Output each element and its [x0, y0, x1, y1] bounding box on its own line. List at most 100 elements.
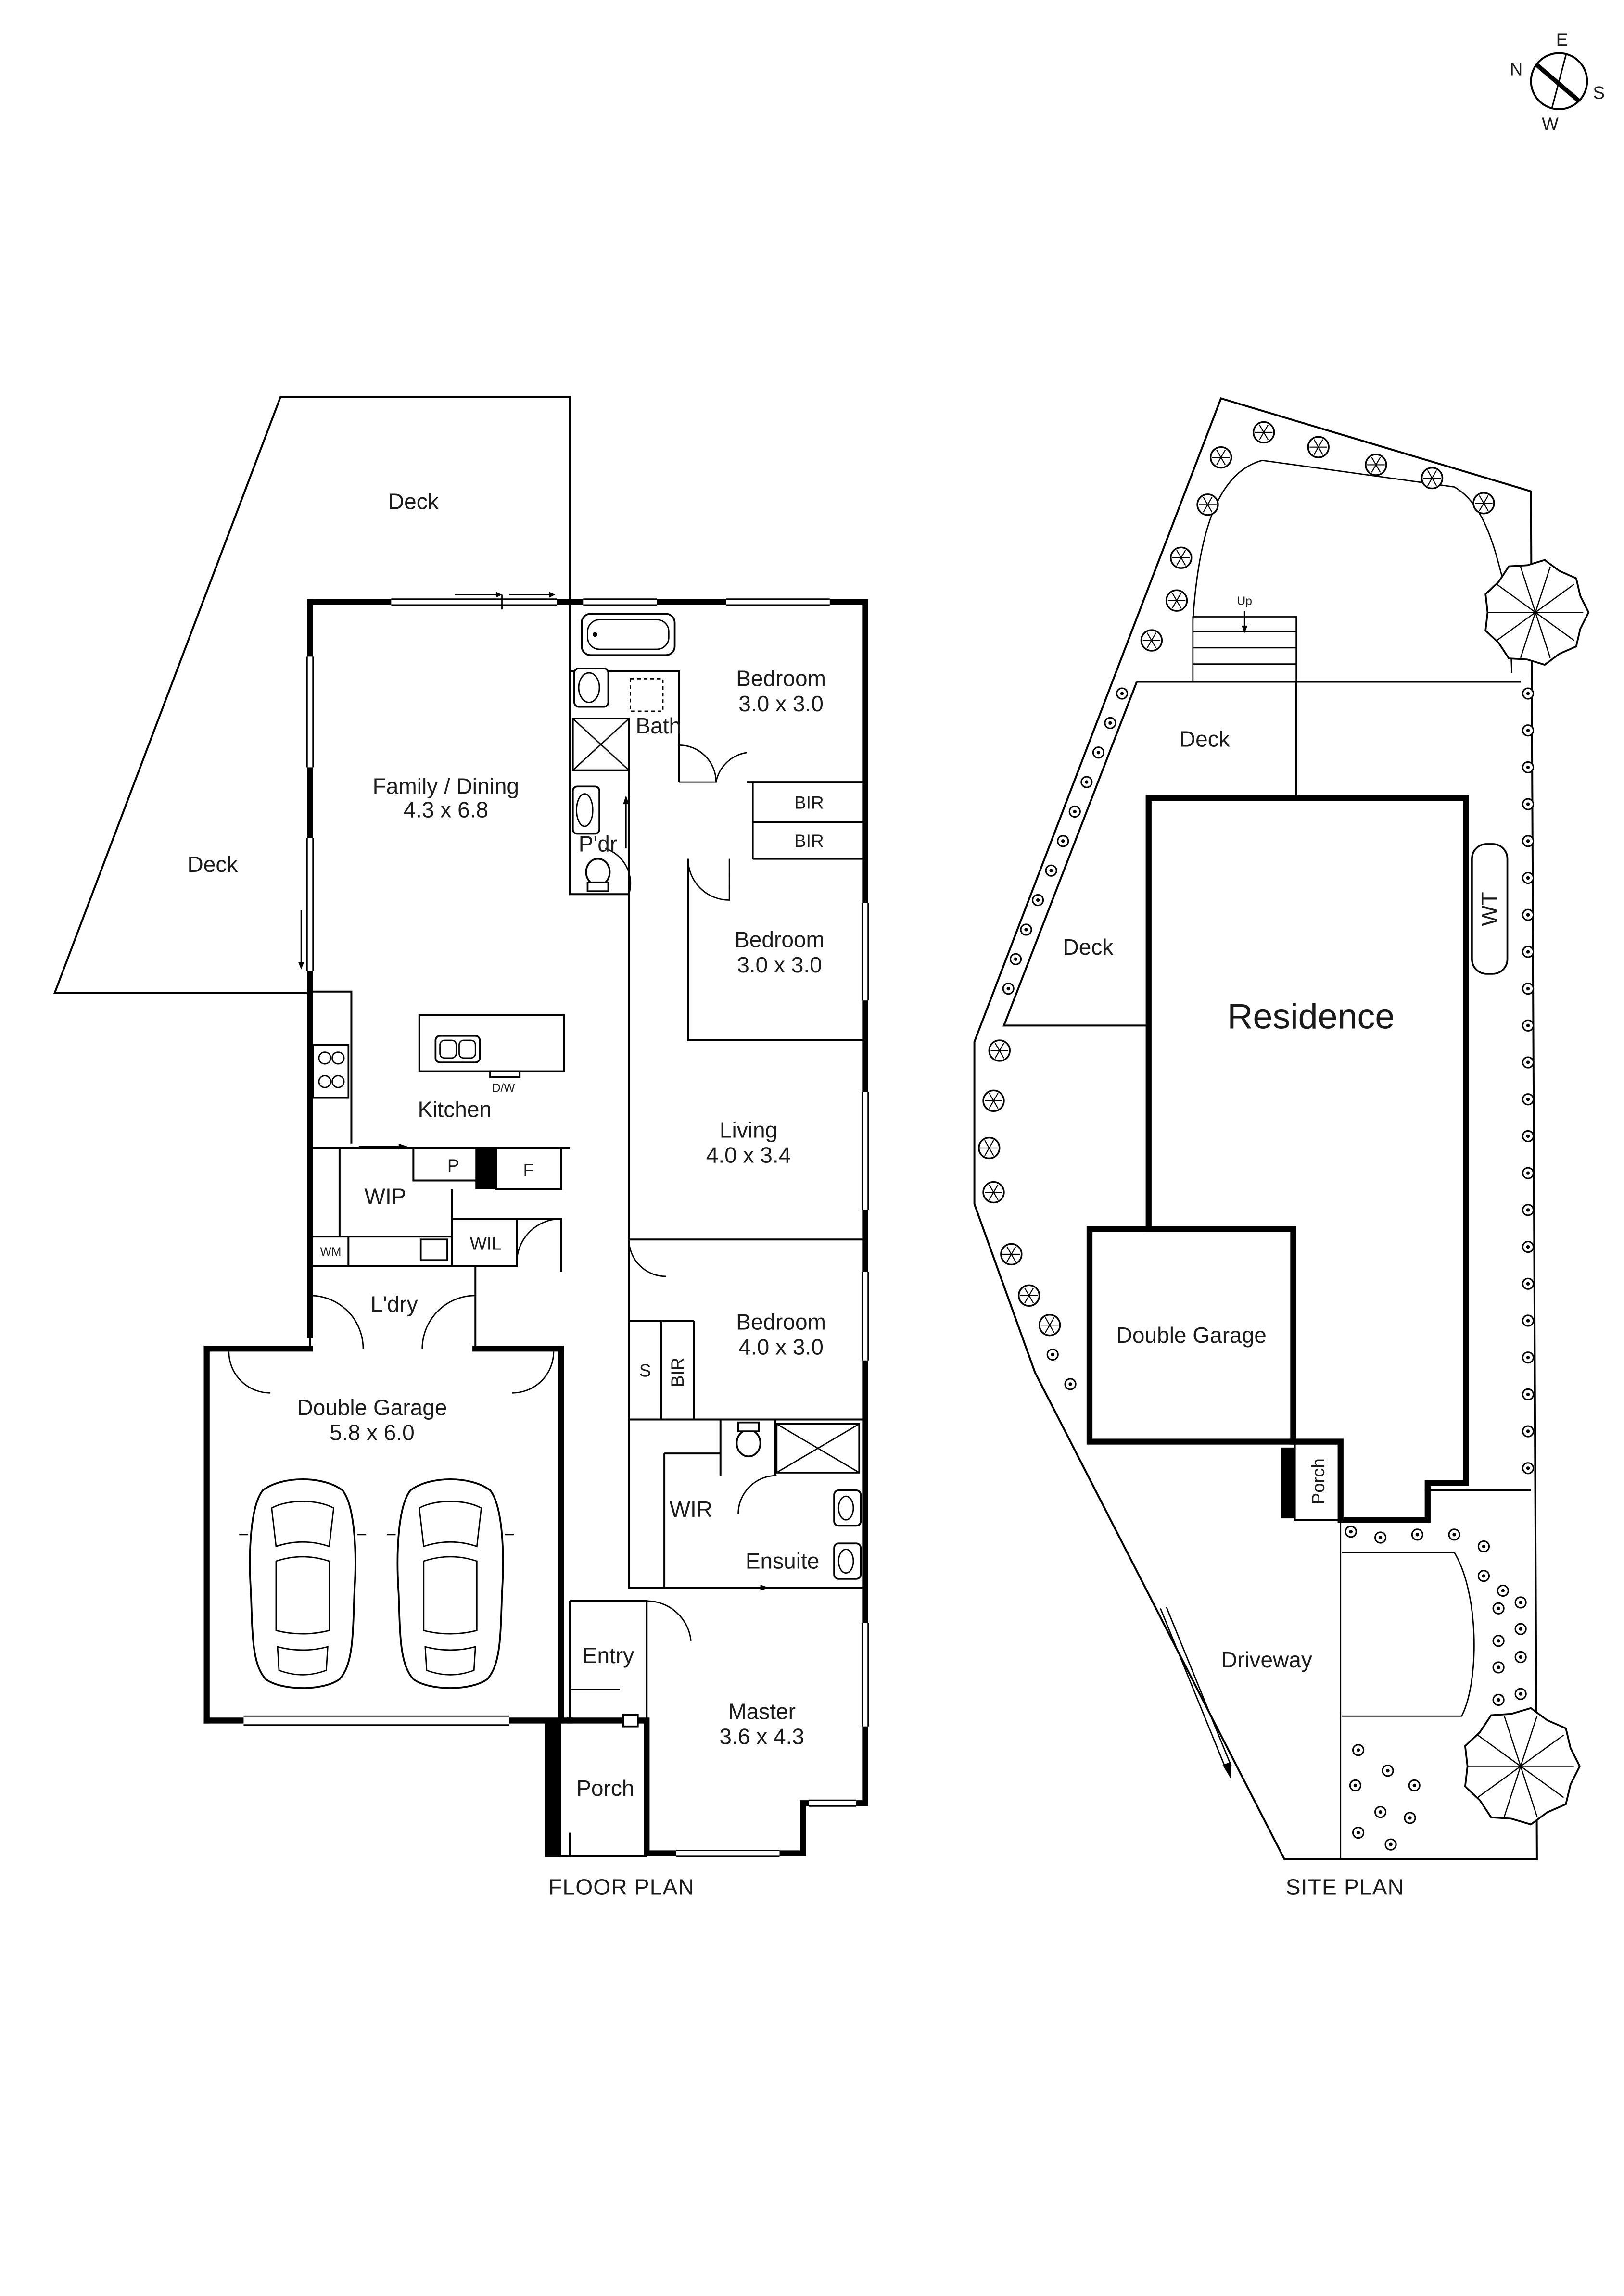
bath-vanity: [573, 668, 609, 708]
label-steps-up: Up: [1237, 595, 1252, 608]
steps-up: Up: [1192, 595, 1297, 682]
water-tank: [1471, 843, 1509, 975]
bollard-icon: [1522, 1167, 1535, 1179]
fixtures: [312, 613, 866, 1728]
bollard-icon: [1522, 1314, 1535, 1327]
bollard-icon: [1522, 835, 1535, 847]
site-porch: [1294, 1440, 1342, 1521]
bollard-icon: [1057, 835, 1069, 847]
bollard-icon: [1009, 953, 1022, 965]
bollard-icon: [1045, 864, 1057, 877]
bollard-icon: [1522, 983, 1535, 995]
shrub-icon: [1165, 589, 1188, 612]
bollard-icon: [1522, 946, 1535, 958]
shrub-icon: [1140, 629, 1163, 652]
compass-ring: [1530, 52, 1588, 111]
garage-car-left: [239, 1478, 367, 1689]
bollard-icon: [1522, 871, 1535, 884]
dims-family-dining: 4.3 x 6.8: [404, 797, 489, 822]
shrub-icon: [1307, 436, 1330, 458]
site-boundary: [973, 397, 1538, 1860]
label-porch: Porch: [576, 1776, 634, 1801]
label-bir-2: BIR: [794, 831, 824, 851]
bollard-icon: [1492, 1693, 1505, 1706]
site-plan: Up Deck Deck Residence WT Double Garage …: [973, 397, 1590, 1899]
bollard-icon: [1382, 1765, 1394, 1777]
label-powder: P'dr: [579, 831, 617, 856]
cooktop: [312, 1044, 350, 1099]
pantry-wall-block: [475, 1148, 496, 1189]
shrub-icon: [1365, 454, 1387, 476]
site-large-trees: [1464, 559, 1590, 1826]
bollard-icon: [1522, 908, 1535, 921]
entry-pillar: [622, 1714, 639, 1728]
site-garage-footprint: [1086, 1226, 1296, 1445]
label-bath: Bath: [635, 713, 681, 738]
bollard-icon: [1349, 1779, 1362, 1792]
driveway-arrow: [1160, 1606, 1232, 1780]
label-wir: WIR: [670, 1497, 712, 1522]
garage-car-right: [387, 1478, 514, 1689]
label-laundry: L'dry: [370, 1292, 418, 1317]
site-plan-labels: Deck Deck Residence WT Double Garage Por…: [1063, 726, 1502, 1899]
label-residence: Residence: [1227, 996, 1395, 1036]
label-wil: WIL: [470, 1234, 501, 1254]
bollard-icon: [1068, 805, 1081, 818]
large-tree-icon: [1484, 559, 1590, 666]
bollard-icon: [1492, 1661, 1505, 1674]
bollard-icon: [1477, 1570, 1490, 1582]
floor-plan-caption: FLOOR PLAN: [548, 1874, 695, 1899]
bollard-icon: [1477, 1540, 1490, 1552]
bollard-icon: [1104, 717, 1116, 729]
bollard-icon: [1404, 1812, 1416, 1824]
bollard-icon: [1020, 923, 1032, 936]
bollard-icon: [1522, 761, 1535, 774]
shrub-icon: [1209, 446, 1232, 469]
label-driveway: Driveway: [1221, 1647, 1312, 1672]
bollard-icon: [1522, 1277, 1535, 1290]
bollard-icon: [1522, 1130, 1535, 1143]
bollard-icon: [1522, 1204, 1535, 1216]
bollard-icon: [1352, 1827, 1365, 1839]
dims-bedroom-3: 4.0 x 3.0: [738, 1335, 824, 1360]
bollard-icon: [1522, 1351, 1535, 1364]
bollard-icon: [1522, 798, 1535, 810]
bollard-icon: [1384, 1838, 1397, 1851]
bollard-icon: [1352, 1744, 1365, 1756]
ensuite-toilet: [736, 1429, 761, 1458]
label-site-porch: Porch: [1308, 1458, 1328, 1504]
bathtub: [581, 613, 676, 656]
label-dishwasher: D/W: [492, 1082, 516, 1095]
bollard-icon: [1374, 1531, 1387, 1544]
compass-label-s: S: [1593, 83, 1605, 103]
label-fridge: F: [523, 1160, 534, 1180]
bollard-icon: [1522, 1462, 1535, 1475]
bollard-icon: [1514, 1596, 1527, 1609]
bollard-icon: [1522, 1388, 1535, 1400]
kitchen-sink: [434, 1034, 481, 1063]
label-bedroom-2: Bedroom: [735, 927, 825, 952]
bollard-icon: [1522, 687, 1535, 700]
label-double-garage: Double Garage: [297, 1395, 447, 1420]
shrub-icon: [1000, 1243, 1023, 1266]
garden-bed-north: [1192, 459, 1513, 673]
bollard-icon: [1031, 894, 1044, 907]
label-site-deck-side: Deck: [1063, 934, 1114, 959]
residence-footprint: [1145, 795, 1469, 1523]
shrub-icon: [1038, 1314, 1061, 1337]
compass-needle: [1535, 63, 1580, 102]
bollard-icon: [1345, 1526, 1357, 1538]
label-bedroom-3: Bedroom: [736, 1309, 826, 1334]
label-master: Master: [728, 1699, 796, 1724]
bollard-icon: [1522, 1019, 1535, 1032]
label-kitchen: Kitchen: [418, 1097, 492, 1122]
shrub-icon: [982, 1089, 1005, 1112]
shrub-icon: [1472, 492, 1495, 515]
bollard-icon: [1002, 983, 1015, 995]
bollard-icon: [1522, 1240, 1535, 1253]
label-site-garage: Double Garage: [1116, 1323, 1267, 1348]
powder-toilet: [585, 858, 611, 886]
bollard-icon: [1411, 1528, 1423, 1541]
bollard-icon: [1522, 724, 1535, 737]
